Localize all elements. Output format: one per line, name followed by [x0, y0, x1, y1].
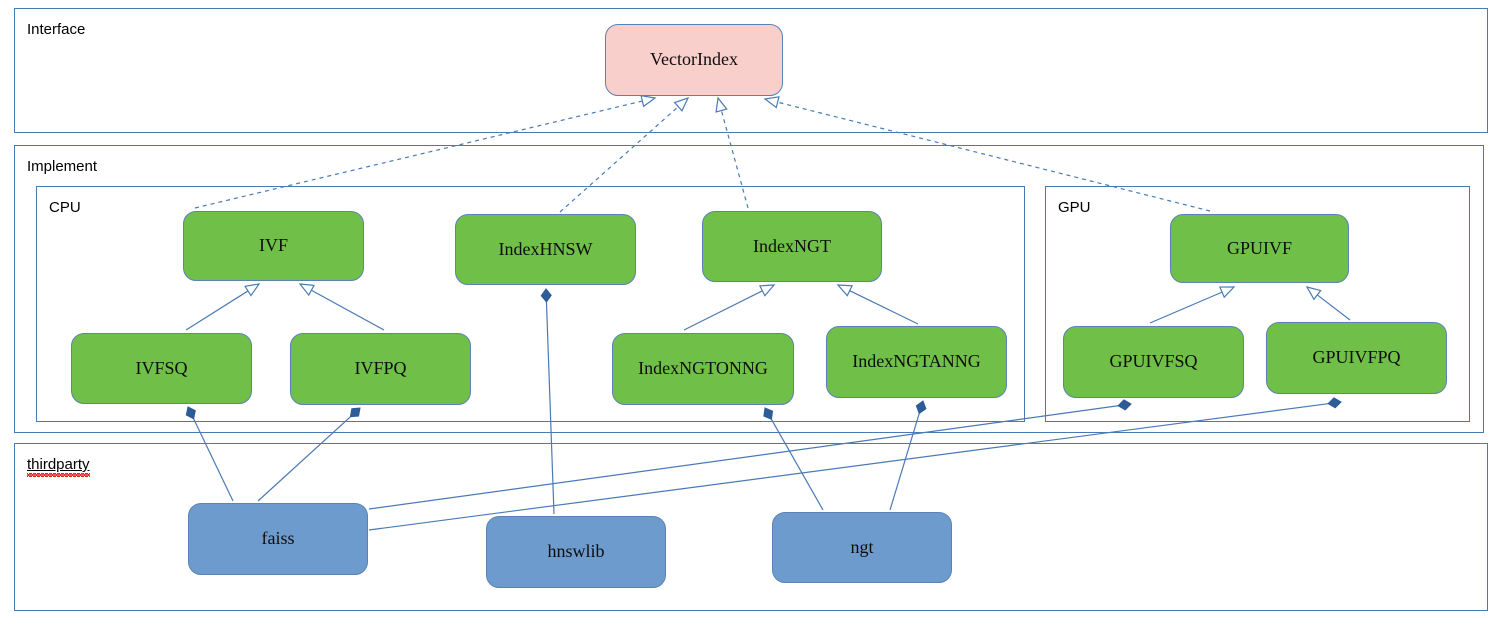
- node-label: VectorIndex: [650, 49, 738, 70]
- node-label: IndexNGTONNG: [638, 358, 768, 379]
- frame-label-gpu: GPU: [1058, 199, 1091, 216]
- spellcheck-underline: [27, 473, 90, 477]
- node-indexngtanng[interactable]: IndexNGTANNG: [826, 326, 1007, 398]
- node-indexngtonng[interactable]: IndexNGTONNG: [612, 333, 794, 405]
- node-ivfsq[interactable]: IVFSQ: [71, 333, 252, 404]
- node-label: faiss: [261, 528, 295, 549]
- frame-label-thirdparty: thirdparty: [27, 457, 90, 477]
- frame-thirdparty: [14, 443, 1488, 611]
- node-label: IVFPQ: [354, 358, 407, 379]
- node-ngt[interactable]: ngt: [772, 512, 952, 583]
- node-label: IVFSQ: [135, 357, 188, 378]
- node-label: IndexHNSW: [498, 238, 593, 259]
- node-label: IndexNGTANNG: [852, 351, 981, 372]
- node-label: GPUIVFSQ: [1109, 351, 1198, 372]
- node-label: hnswlib: [547, 541, 605, 562]
- frame-interface: [14, 8, 1488, 133]
- node-hnswlib[interactable]: hnswlib: [486, 516, 666, 588]
- node-indexhnsw[interactable]: IndexHNSW: [455, 214, 636, 285]
- frame-label-implement: Implement: [27, 158, 98, 175]
- node-indexngt[interactable]: IndexNGT: [702, 211, 882, 282]
- node-label: ngt: [850, 536, 874, 557]
- node-gpuivfpq[interactable]: GPUIVFPQ: [1266, 322, 1447, 394]
- frame-implement: [14, 145, 1484, 433]
- node-ivfpq[interactable]: IVFPQ: [290, 333, 471, 405]
- node-gpuivfsq[interactable]: GPUIVFSQ: [1063, 326, 1244, 398]
- node-faiss[interactable]: faiss: [188, 503, 368, 575]
- node-label: GPUIVFPQ: [1312, 347, 1401, 368]
- node-label: IndexNGT: [753, 235, 831, 256]
- node-gpuivf[interactable]: GPUIVF: [1170, 214, 1349, 283]
- node-label: IVF: [258, 235, 288, 256]
- frame-label-cpu: CPU: [49, 199, 81, 216]
- node-vectorindex[interactable]: VectorIndex: [605, 24, 783, 96]
- node-label: GPUIVF: [1226, 237, 1292, 258]
- frame-label-interface: Interface: [27, 21, 86, 38]
- frame-cpu: [36, 186, 1025, 422]
- node-ivf[interactable]: IVF: [183, 211, 364, 281]
- frame-gpu: [1045, 186, 1470, 422]
